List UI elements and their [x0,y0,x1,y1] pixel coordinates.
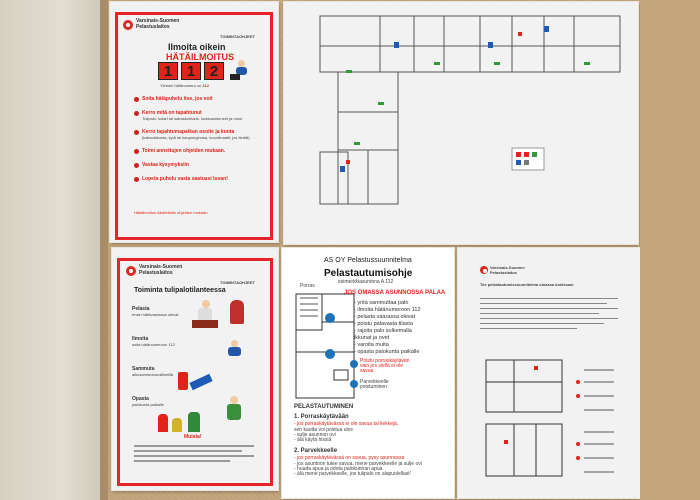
plan-wing-top [319,15,621,73]
poster-emergency-call: Varsinais-Suomen Pelastuslaitos TOIMINTA… [110,2,278,242]
wall [0,0,104,500]
number-digit-1: 1 [158,62,178,80]
alarm-symbol [346,160,350,164]
title-line2: HÄTÄILMOITUS [166,52,234,62]
call-steps: Soita hätäpuhelu itse, jos voit Kerro mi… [134,96,258,190]
section1-title: 1. Porraskäytävään [294,414,349,420]
rescue-logo-icon [480,266,488,274]
step-detail: (kaksoiskunta, kylä tai kaupunginosa, ko… [142,135,250,140]
company-name: AS OY Pelastussuunnitelma [324,257,412,264]
step-item: Toimi annettujen ohjeiden mukaan. [134,148,258,154]
poster-footer: Hätäilmoitus käsitellään ohjeiden mukaan [134,210,208,215]
phone-person-icon [230,60,252,82]
extinguisher-symbol [340,166,345,172]
number-digit-3: 2 [204,62,224,80]
apartment-plan [295,293,355,399]
step-item: Lopeta puhelu vasta saatuasi luvan! [134,176,258,182]
step-item: Vastaa kysymyksiin [134,162,258,168]
home-plan-drawing [485,359,614,477]
extinguisher-symbol [544,26,549,32]
rescue-logo-icon [126,266,136,276]
section2-red: - jos porraskäytävässä on savua, pysy as… [294,455,405,461]
family-icon [158,408,218,434]
number-digit-2: 1 [181,62,201,80]
brand-name: Varsinais-Suomen Pelastuslaitos [136,18,179,30]
legend-stairs-icon [350,360,358,368]
exit-symbol [434,62,440,65]
exit-symbol [494,62,500,65]
poster-title: Tee pelastautumissuunnitelma omassa kodi… [480,282,574,287]
alarm-symbol [518,32,522,36]
phone-person-icon [224,340,246,362]
legend-balcony-icon [350,380,358,388]
number-caption-value: 112 [202,83,209,88]
note-title: Muista! [184,434,202,440]
brand-bottom: Pelastuslaitos [136,24,170,30]
brand-name: Varsinais-Suomen Pelastuslaitos [139,264,182,276]
red-heading: JOS OMASSA ASUNNOSSA PALAA [344,290,446,296]
section2-title: 2. Parvekkeelle [294,448,338,454]
step-item: Soita hätäpuhelu itse, jos voit [134,96,258,102]
brand-top: Varsinais-Suomen [139,264,183,270]
extinguisher-symbol [488,42,493,48]
brand-bottom: Pelastuslaitos [139,270,173,276]
emergency-number-box: 1 1 2 [158,62,224,80]
poster-subtitle: esimerkkiasuntona A 112 [338,279,394,285]
section1-lines: sen kautta voi poistua ulos - sulje asun… [294,427,353,443]
exit-symbol [584,62,590,65]
plan-lower-room [319,151,349,205]
exit-symbol [346,70,352,73]
poster-title: Pelastautumisohje [324,268,413,279]
section2-lines: - jos asuntoon tulee savua, mene parvekk… [294,461,422,477]
section1-red: - jos porraskäytävässä ei ole savua tai … [294,421,399,427]
action-item: Ilmoita soita hätänumeroon 112 [132,336,175,347]
brand-top: Varsinais-Suomen [136,18,180,24]
title-line1: Ilmoita oikein [168,42,226,52]
board-edge-right [640,0,700,500]
brand-name: Varsinais-Suomen Pelastuslaitos [490,265,525,275]
door-frame [100,0,108,500]
fire-icon [230,300,244,324]
step-item: Kerro tapahtumapaikan osoite ja kunta(ka… [134,129,258,140]
brand-top: Varsinais-Suomen [490,265,525,270]
poster-evacuation: AS OY Pelastussuunnitelma Pelastautumiso… [282,248,454,498]
evac-title: PELASTAUTUMINEN [294,404,354,410]
exit-symbol [378,102,384,105]
action-item: Opasta palokunta paikalle [132,396,165,407]
plan-legend [511,147,545,171]
legend-stairs: Poistu porraskäytävän vain jos siellä ei… [360,358,410,374]
fire-actions: Pelasta ensin hätävaarassa olevat Ilmoit… [132,306,260,426]
poster-red-border [117,258,273,486]
legend-balcony: Parvekkeelle poistuminen [360,379,389,390]
floor-plan-poster [284,2,638,244]
corner-label: TOIMINTAOHJEET [220,34,255,39]
poster-home-plan: Varsinais-Suomen Pelastuslaitos Tee pela… [458,248,640,498]
action-item: Sammuta alkusammutusvälineillä [132,366,174,377]
poster-red-border [115,12,273,240]
note-lines [134,442,254,465]
extinguisher-symbol [394,42,399,48]
extinguisher-person-icon [178,370,214,394]
rescue-logo-icon [123,20,133,30]
brand-bottom: Pelastuslaitos [490,270,517,275]
exit-symbol [354,142,360,145]
number-caption: Yleinen hätänumero on 112 [160,83,209,88]
rescue-person-icon [192,300,220,330]
number-caption-prefix: Yleinen hätänumero on [160,83,202,88]
porras-label: Porras [300,283,315,289]
instruction-lines [480,294,618,333]
own-fire-steps: - yritä sammuttaa palo - ilmoita hätänum… [354,300,421,355]
action-item: Pelasta ensin hätävaarassa olevat [132,306,179,317]
poster-fire-action: Varsinais-Suomen Pelastuslaitos TOIMINTA… [112,248,278,490]
corner-label: TOIMINTAOHJEET [220,280,255,285]
poster-title: Toiminta tulipalotilanteessa [134,287,226,294]
guide-person-icon [224,396,244,422]
step-detail: Tulipalo, kolari tai sairaskohtaus, louk… [142,116,243,121]
floor-plan-drawing [319,15,621,205]
